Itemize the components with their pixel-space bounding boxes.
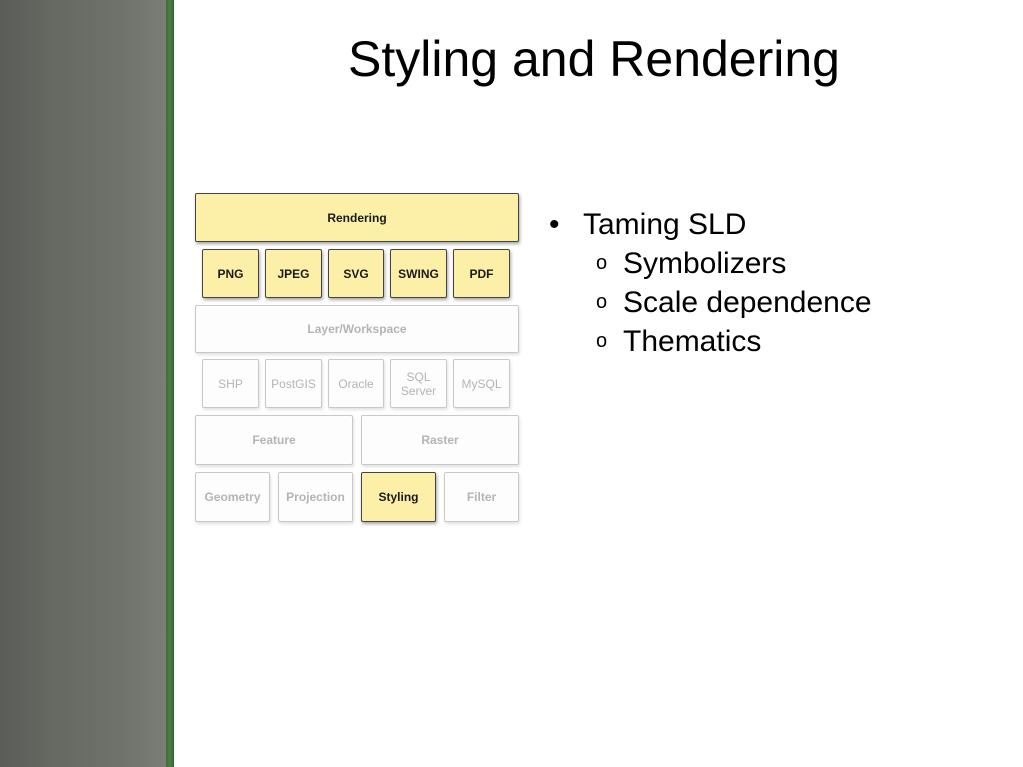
feature-box: Feature	[195, 415, 353, 465]
rendering-box: Rendering	[195, 193, 519, 242]
datastore-mysql-box: MySQL	[453, 359, 510, 408]
slide-title: Styling and Rendering	[348, 31, 840, 87]
layer-workspace-box: Layer/Workspace	[195, 305, 519, 353]
datastore-sqlserver-box: SQL Server	[390, 359, 447, 408]
module-projection-box: Projection	[278, 472, 353, 522]
datastore-postgis-box: PostGIS	[265, 359, 322, 408]
sub-bullet-text: Thematics	[623, 325, 762, 358]
sub-bullet-item: o Symbolizers	[546, 244, 872, 283]
bullet-item-main: • Taming SLD	[546, 205, 872, 244]
sidebar-decoration	[0, 0, 166, 767]
module-geometry-box: Geometry	[195, 472, 270, 522]
raster-box: Raster	[361, 415, 519, 465]
sub-bullet-text: Scale dependence	[623, 286, 872, 319]
output-svg-box: SVG	[328, 249, 384, 298]
sub-bullet-item: o Scale dependence	[546, 283, 872, 322]
bullet-text-main: Taming SLD	[583, 208, 747, 241]
sub-bullet-marker: o	[596, 330, 608, 352]
output-png-box: PNG	[202, 249, 259, 298]
sub-bullet-item: o Thematics	[546, 322, 872, 361]
module-filter-box: Filter	[444, 472, 519, 522]
sub-bullet-marker: o	[596, 291, 608, 313]
sub-bullet-marker: o	[596, 252, 608, 274]
output-jpeg-box: JPEG	[265, 249, 322, 298]
sub-bullet-text: Symbolizers	[623, 247, 787, 280]
output-pdf-box: PDF	[453, 249, 510, 298]
module-styling-box: Styling	[361, 472, 436, 522]
bullet-marker: •	[549, 208, 560, 241]
output-swing-box: SWING	[390, 249, 447, 298]
bullet-list: • Taming SLD o Symbolizers o Scale depen…	[546, 205, 872, 361]
datastore-oracle-box: Oracle	[328, 359, 384, 408]
sidebar-green-edge	[166, 0, 174, 767]
datastore-shp-box: SHP	[202, 359, 259, 408]
